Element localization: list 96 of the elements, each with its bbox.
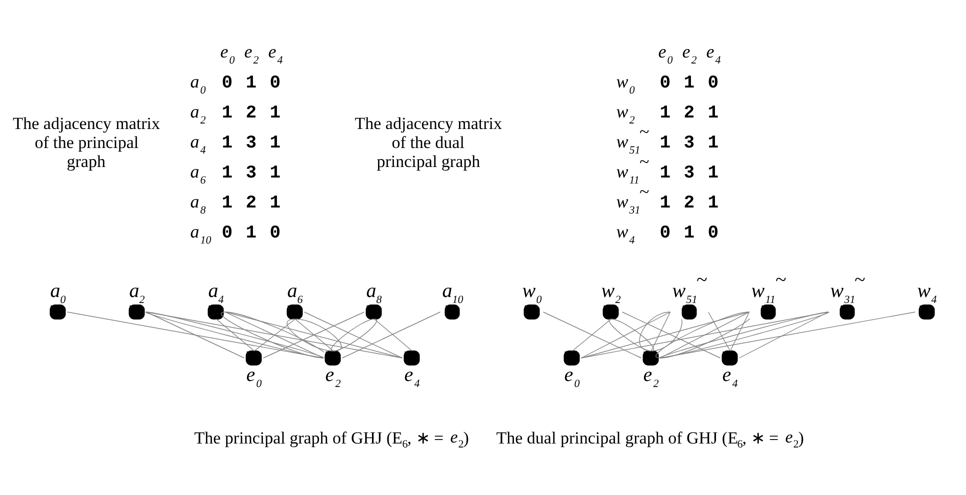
connector bbox=[708, 311, 731, 351]
label: 1 bbox=[684, 72, 695, 93]
label: e$_{2}$ bbox=[244, 40, 259, 66]
connector bbox=[738, 311, 829, 358]
label: e$_{0}$ bbox=[658, 40, 673, 66]
connector bbox=[224, 311, 403, 358]
label: 2 bbox=[246, 192, 257, 213]
connector bbox=[572, 318, 612, 351]
label: 1 bbox=[270, 132, 281, 153]
label: a$_{4}$ bbox=[190, 130, 206, 156]
label: a$_{8}$ bbox=[190, 190, 206, 216]
connector bbox=[542, 311, 642, 358]
label: 1 bbox=[660, 162, 671, 183]
connector bbox=[580, 311, 829, 358]
node-label: e$_{0}$ bbox=[246, 364, 262, 390]
connector bbox=[146, 311, 403, 358]
node-label: w$_{2}$ bbox=[601, 280, 621, 306]
node-label: e$_{4}$ bbox=[722, 364, 738, 390]
label: 2 bbox=[684, 102, 695, 123]
label: a$_{0}$ bbox=[190, 70, 206, 96]
label: 2 bbox=[246, 102, 257, 123]
label: 0 bbox=[222, 222, 233, 243]
connector bbox=[262, 311, 365, 358]
connector bbox=[730, 311, 750, 351]
node-label: a$_{8}$ bbox=[366, 280, 382, 306]
node-label: a$_{0}$ bbox=[50, 280, 66, 306]
node-label: w$_{4}$ bbox=[917, 280, 937, 306]
label: 1 bbox=[270, 102, 281, 123]
label: 1 bbox=[222, 192, 233, 213]
label: w$_{4}$ bbox=[616, 220, 635, 246]
label: 1 bbox=[708, 102, 719, 123]
label: 1 bbox=[246, 72, 257, 93]
label: The dual principal graph of GHJ (E$_{6}$, ∗ = e$_{2}$) bbox=[496, 427, 804, 450]
label: 1 bbox=[270, 162, 281, 183]
connector bbox=[304, 311, 403, 358]
label: a$_{6}$ bbox=[190, 160, 206, 186]
label: 0 bbox=[708, 222, 719, 243]
label: 1 bbox=[222, 162, 233, 183]
label: 3 bbox=[246, 132, 257, 153]
label: 1 bbox=[708, 192, 719, 213]
connector bbox=[342, 311, 441, 358]
label: w$_{0}$ bbox=[616, 70, 635, 96]
node-label: e$_{2}$ bbox=[643, 364, 659, 390]
connector bbox=[580, 311, 750, 358]
label: e$_{4}$ bbox=[268, 40, 283, 66]
label: The adjacency matrix of the dual principal graph bbox=[354, 114, 502, 171]
connector bbox=[650, 311, 671, 351]
label: e$_{2}$ bbox=[682, 40, 697, 66]
node-label: e$_{2}$ bbox=[325, 364, 341, 390]
node-label: a$_{4}$ bbox=[208, 280, 224, 306]
label: a$_{10}$ bbox=[190, 220, 212, 246]
label: 1 bbox=[222, 102, 233, 123]
label: 3 bbox=[684, 162, 695, 183]
node-label: a$_{2}$ bbox=[129, 280, 145, 306]
node-label: e$_{0}$ bbox=[564, 364, 580, 390]
connector bbox=[660, 311, 916, 358]
label: 1 bbox=[246, 222, 257, 243]
connector bbox=[295, 318, 334, 351]
connector bbox=[622, 311, 721, 358]
connector bbox=[651, 318, 682, 351]
node-label: a$_{10}$ bbox=[442, 280, 464, 306]
connector bbox=[580, 311, 671, 358]
label: 2 bbox=[684, 192, 695, 213]
node-label: a$_{6}$ bbox=[287, 280, 303, 306]
connector bbox=[254, 318, 296, 351]
connector bbox=[286, 318, 334, 351]
label: 1 bbox=[270, 192, 281, 213]
connector bbox=[146, 311, 245, 358]
node-label: e$_{4}$ bbox=[404, 364, 420, 390]
node-label: w$_{0}$ bbox=[522, 280, 542, 306]
label: 0 bbox=[222, 72, 233, 93]
label: 1 bbox=[708, 132, 719, 153]
label: 0 bbox=[270, 72, 281, 93]
label: 1 bbox=[660, 132, 671, 153]
label: 1 bbox=[660, 192, 671, 213]
label: 3 bbox=[684, 132, 695, 153]
label: 1 bbox=[684, 222, 695, 243]
label: 1 bbox=[708, 162, 719, 183]
label: 3 bbox=[246, 162, 257, 183]
label: 0 bbox=[660, 72, 671, 93]
label: a$_{2}$ bbox=[190, 100, 206, 126]
label: 0 bbox=[270, 222, 281, 243]
label: The principal graph of GHJ (E$_{6}$, ∗ = e$_{2}$) bbox=[194, 427, 469, 450]
connector bbox=[374, 318, 413, 351]
label: 0 bbox=[708, 72, 719, 93]
label: 1 bbox=[660, 102, 671, 123]
label: 1 bbox=[222, 132, 233, 153]
label: The adjacency matrix of the principal graph bbox=[12, 114, 160, 171]
label: 0 bbox=[660, 222, 671, 243]
connector bbox=[295, 318, 342, 351]
label: e$_{4}$ bbox=[706, 40, 721, 66]
connector bbox=[216, 318, 255, 351]
label: e$_{0}$ bbox=[220, 40, 235, 66]
connector bbox=[639, 311, 671, 351]
connector bbox=[66, 311, 324, 358]
label: w$_{2}$ bbox=[616, 100, 635, 126]
